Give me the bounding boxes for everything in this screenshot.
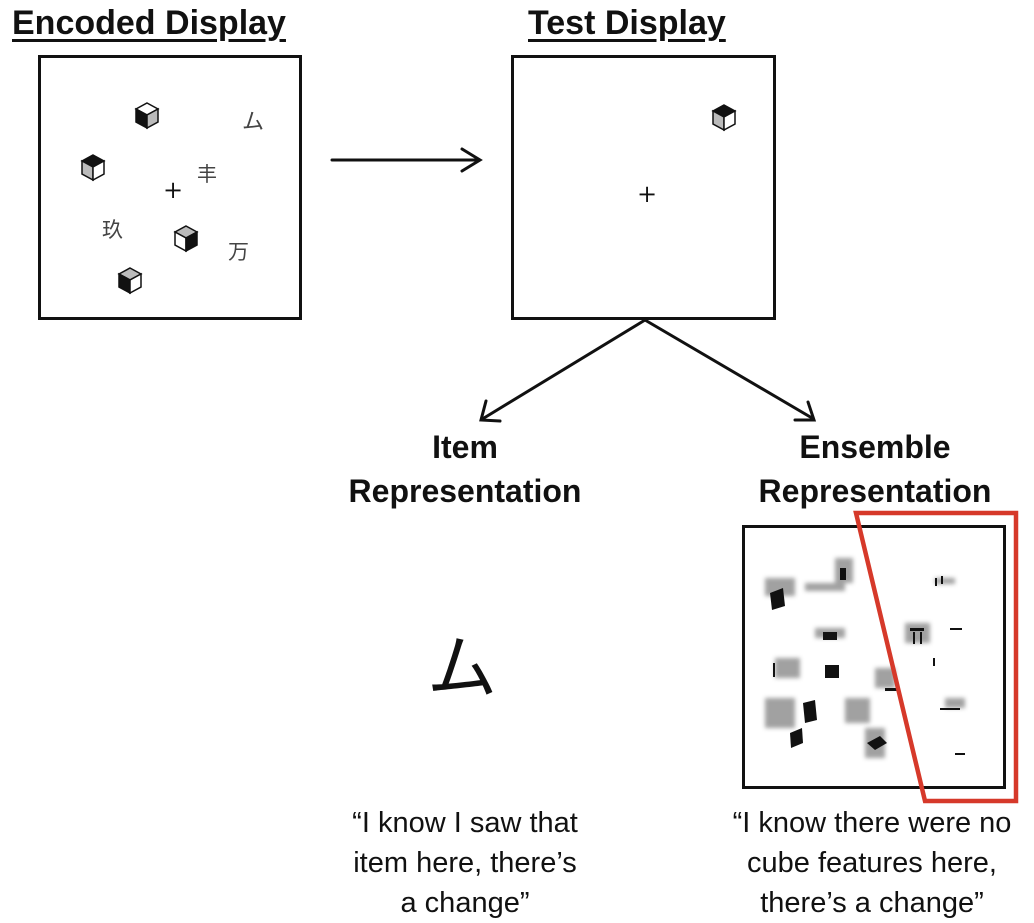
- ensemble-quote-line: “I know there were no: [732, 807, 1012, 839]
- ensemble-representation-heading: Ensemble Representation: [720, 425, 1030, 513]
- item-quote-line: “I know I saw that: [352, 807, 578, 839]
- test-display-title: Test Display: [528, 4, 726, 42]
- encoded-character-mu: ム: [242, 110, 265, 135]
- cube-icon: [173, 225, 199, 253]
- fixation-cross: +: [637, 180, 658, 208]
- item-heading-line1: Item: [432, 429, 498, 465]
- test-cube: [711, 104, 737, 132]
- ensemble-heading-line1: Ensemble: [799, 429, 951, 465]
- ensemble-blur-image: [765, 558, 965, 758]
- arrow-to-ensemble-icon: [643, 318, 817, 422]
- test-display-panel: +: [511, 55, 776, 320]
- ensemble-quote-line: there’s a change”: [760, 887, 984, 919]
- item-character: ム: [427, 627, 497, 709]
- cube-icon: [134, 102, 160, 130]
- ensemble-heading-line2: Representation: [758, 473, 992, 509]
- arrow-to-item-icon: [479, 318, 647, 423]
- item-quote: “I know I saw that item here, there’s a …: [300, 803, 630, 923]
- cube-icon: [80, 154, 106, 182]
- cube-icon: [117, 267, 143, 295]
- item-quote-line: a change”: [400, 887, 530, 919]
- ensemble-quote-line: cube features here,: [747, 847, 997, 879]
- ensemble-quote: “I know there were no cube features here…: [710, 803, 1034, 923]
- encoded-display-panel: + ム 丰 玖 万: [38, 55, 302, 320]
- arrow-right-icon: [330, 147, 483, 173]
- ensemble-display-panel: [742, 525, 1006, 789]
- encoded-cubes: [80, 102, 199, 295]
- fixation-cross: +: [163, 176, 184, 204]
- highlight-region: [853, 510, 1019, 804]
- item-quote-line: item here, there’s: [353, 847, 577, 879]
- item-representation-heading: Item Representation: [315, 425, 615, 513]
- cube-icon: [711, 104, 737, 132]
- encoded-character-wan: 万: [228, 240, 249, 264]
- encoded-character-jiu: 玖: [102, 218, 123, 242]
- encoded-display-title: Encoded Display: [12, 4, 286, 42]
- item-heading-line2: Representation: [348, 473, 582, 509]
- encoded-character-feng: 丰: [197, 162, 217, 186]
